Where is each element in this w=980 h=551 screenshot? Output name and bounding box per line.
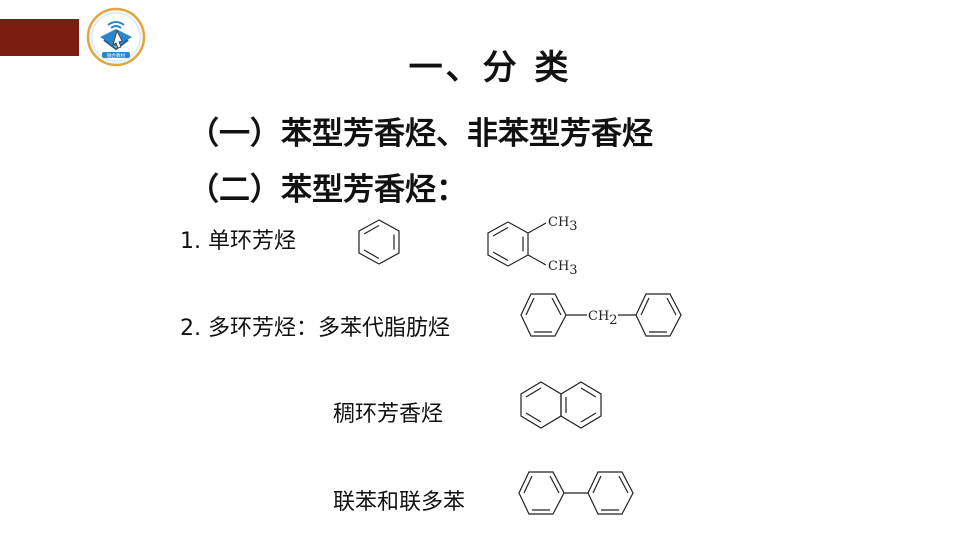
item-fused-ring-arenes: 稠环芳香烃 — [333, 402, 444, 427]
textbook-logo-icon: 融合教材 — [86, 7, 146, 67]
ortho-xylene-structure: CH3 CH3 — [487, 215, 578, 278]
methyl-label-top: CH3 — [548, 215, 578, 234]
section-heading-1: （一）苯型芳香烃、非苯型芳香烃 — [188, 116, 653, 152]
item-biphenyl-polyphenyl: 联苯和联多苯 — [333, 490, 466, 515]
benzene-structure — [358, 219, 400, 265]
biphenyl-structure — [518, 471, 634, 515]
item-polycyclic-arenes: 2. 多环芳烃：多苯代脂肪烃 — [180, 316, 450, 341]
naphthalene-structure — [520, 381, 602, 429]
page-title: 一、分 类 — [408, 48, 572, 88]
svg-text:融合教材: 融合教材 — [107, 52, 125, 59]
diphenylmethane-structure: CH2 — [520, 293, 682, 337]
item-monocyclic-arenes: 1. 单环芳烃 — [180, 229, 296, 254]
section-heading-2: （二）苯型芳香烃： — [188, 172, 467, 208]
decorative-red-bar — [0, 19, 79, 56]
methylene-label: CH2 — [588, 309, 618, 328]
methyl-label-bottom: CH3 — [548, 259, 578, 278]
